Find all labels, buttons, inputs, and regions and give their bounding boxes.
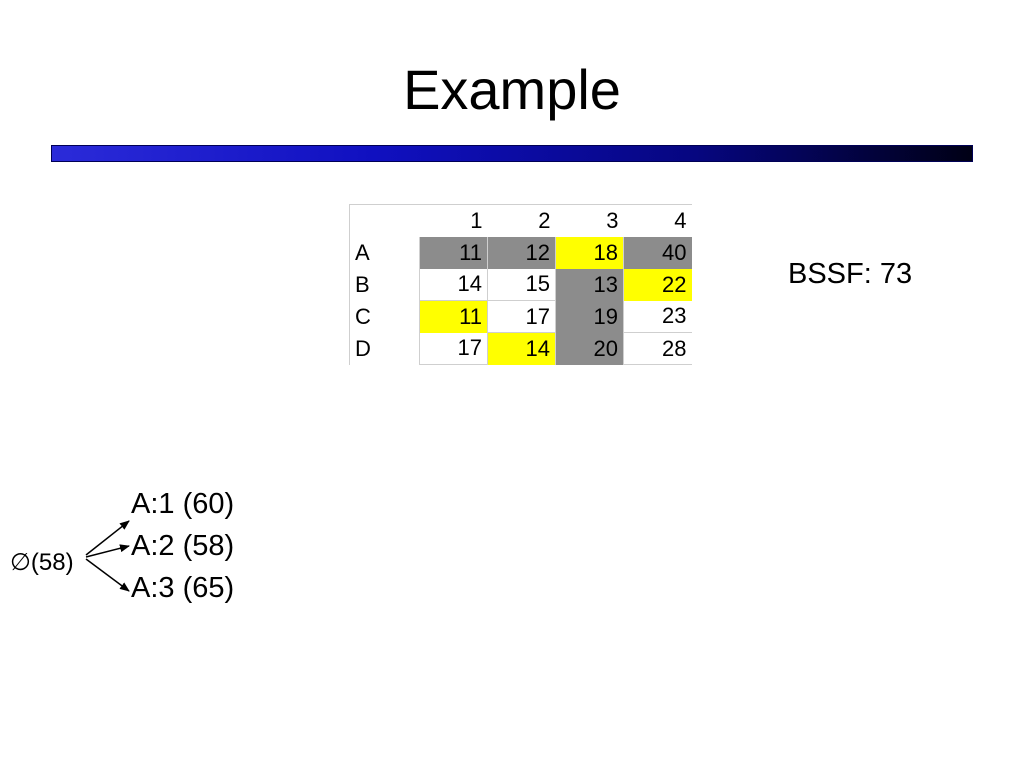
slide-title: Example [403,58,621,121]
matrix-col-header: 3 [606,207,619,233]
matrix-row: B 14 15 13 22 [350,268,692,301]
matrix-cell: 14 [487,332,556,365]
matrix-row-header: B [355,271,370,297]
tree-child-node: A:3 (65) [131,572,235,604]
tree-edge-arrow [85,520,130,556]
cost-matrix-table: 1 2 3 4 A 11 12 18 40 B 14 15 13 22 C 11… [349,204,692,365]
matrix-row-header: D [355,335,371,361]
matrix-row-header: A [355,239,370,265]
matrix-cell: 23 [623,300,692,333]
matrix-col-header: 1 [470,207,483,233]
matrix-header-row: 1 2 3 4 [350,205,692,237]
matrix-cell: 11 [419,236,488,269]
bssf-readout: BSSF:73 [788,258,912,291]
matrix-cell: 14 [419,268,488,301]
matrix-cell: 22 [623,268,692,301]
tree-root-node: ∅(58) [10,549,74,576]
matrix-row: A 11 12 18 40 [350,236,692,269]
matrix-cell: 17 [419,332,488,365]
tree-child-node: A:1 (60) [131,488,235,520]
matrix-cell: 15 [487,268,556,301]
matrix-row-header: C [355,303,371,329]
matrix-cell: 19 [555,300,624,333]
matrix-cell: 12 [487,236,556,269]
matrix-col-header: 4 [674,207,687,233]
tree-child-node: A:2 (58) [131,530,235,562]
matrix-cell: 20 [555,332,624,365]
matrix-row: C 11 17 19 23 [350,300,692,333]
title-underline-bar [51,145,973,162]
tree-edge-arrow [85,558,130,592]
matrix-cell: 13 [555,268,624,301]
matrix-col-header: 2 [538,207,551,233]
matrix-cell: 17 [487,300,556,333]
bssf-label: BSSF: [788,258,872,290]
tree-edge-arrow [85,544,130,558]
matrix-cell: 18 [555,236,624,269]
matrix-cell: 28 [623,332,692,365]
matrix-row: D 17 14 20 28 [350,332,692,365]
matrix-cell: 40 [623,236,692,269]
matrix-cell: 11 [419,300,488,333]
bssf-value: 73 [879,258,913,290]
